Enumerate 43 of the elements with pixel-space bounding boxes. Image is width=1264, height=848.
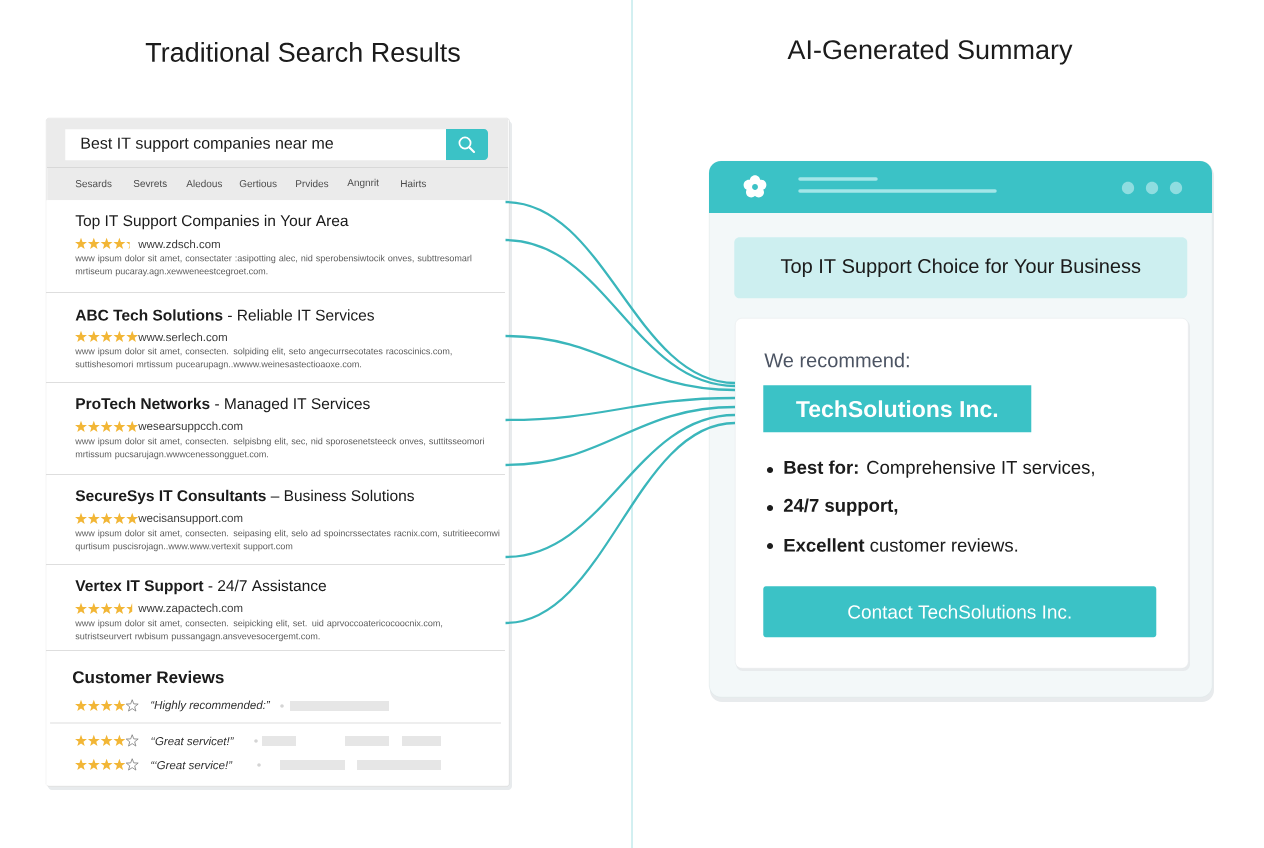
summary-banner: Top IT Support Choice for Your Business xyxy=(734,237,1188,299)
result-title: Vertex IT Support - 24/7 Assistance xyxy=(75,579,326,595)
result-url: www.zapactech.com xyxy=(138,603,243,615)
result-snippet: www ipsum dolor sit amet, consecten. seipasing elit, selo ad spoincrssectates racnix.com, sutritieecomwi qurtisum puscisrojagn..www.www.vertexit support.com xyxy=(75,529,500,552)
tab-label: Aledous xyxy=(186,179,223,188)
result-snippet: www ipsum dolor sit amet, consecten. solpiding elit, seto angecurrsecotates racoscinics.com, suttishesomori mrtissum pucearupagn..wwww.weinesastectioaoxe.com. xyxy=(75,347,452,370)
section-heading: Customer Reviews xyxy=(72,670,224,684)
result-url: wecisansupport.com xyxy=(138,513,243,525)
review-quote: ‘‘Great servicet!” xyxy=(151,736,234,746)
connector-curve xyxy=(505,238,736,388)
intro-text: We recommend: xyxy=(764,352,909,368)
result-url: wesearsuppcch.com xyxy=(138,421,243,433)
panel-heading: AI-Generated Summary xyxy=(787,39,1073,65)
tab-label: Sesards xyxy=(75,179,112,188)
result-title: SecureSys IT Consultants – Business Solutions xyxy=(75,489,414,505)
result-title: Top IT Support Companies in Your Area xyxy=(75,214,349,230)
tab-label: Angnrit xyxy=(347,178,379,189)
connector-curve xyxy=(505,421,736,625)
name-badge: TechSolutions Inc. xyxy=(763,385,1032,433)
result-url: www.zdsch.com xyxy=(138,239,220,249)
connector-curve xyxy=(505,200,736,385)
review-quote: “Highly recommended:” xyxy=(151,700,271,712)
bullet-text: 24/7 support, xyxy=(783,498,898,516)
tab-label: Sevrets xyxy=(133,179,167,188)
tab-label: Gertious xyxy=(239,179,277,188)
bullet-text: Best for: Comprehensive IT services, xyxy=(784,460,1094,478)
result-title: ABC Tech Solutions - Reliable IT Services xyxy=(75,309,374,321)
review-quote: “‘Great service!” xyxy=(151,760,233,770)
result-title: ProTech Networks - Managed IT Services xyxy=(76,397,370,413)
tab-label: Prvides xyxy=(296,179,329,188)
search-field: Best IT support companies near me xyxy=(65,129,447,161)
connector-curve xyxy=(505,334,736,392)
panel-heading: Traditional Search Results xyxy=(145,42,460,62)
connector-curve xyxy=(505,396,736,422)
connector-curve xyxy=(505,405,736,467)
tab-label: Hairts xyxy=(401,179,427,188)
result-snippet: www ipsum dolor sit amet, consecten. seipicking elit, set. uid aprvoccoatericocoocnix.com, sutristseurvert rwbisum pussangagn.ansvevesocergemt.com. xyxy=(75,619,443,642)
result-url: www.serlech.com xyxy=(138,332,227,342)
connector-curve xyxy=(505,413,736,559)
bullet-text: Excellent customer reviews. xyxy=(784,538,1018,552)
contact-button: Contact TechSolutions Inc. xyxy=(763,586,1157,638)
result-snippet: www ipsum dolor sit amet, consecten. selpisbng elit, sec, nid sporosenetsteeck onves, suttitsseomori mrtissum pucsarujagn.wwwcenessongguet.com. xyxy=(75,437,484,460)
result-snippet: www ipsum dolor sit amet, consectater :asipotting alec, nid sperobensiwtocik onves, subttresomarl mrtiseum pucaray.agn.xewweneestcegroet.com. xyxy=(75,254,472,277)
